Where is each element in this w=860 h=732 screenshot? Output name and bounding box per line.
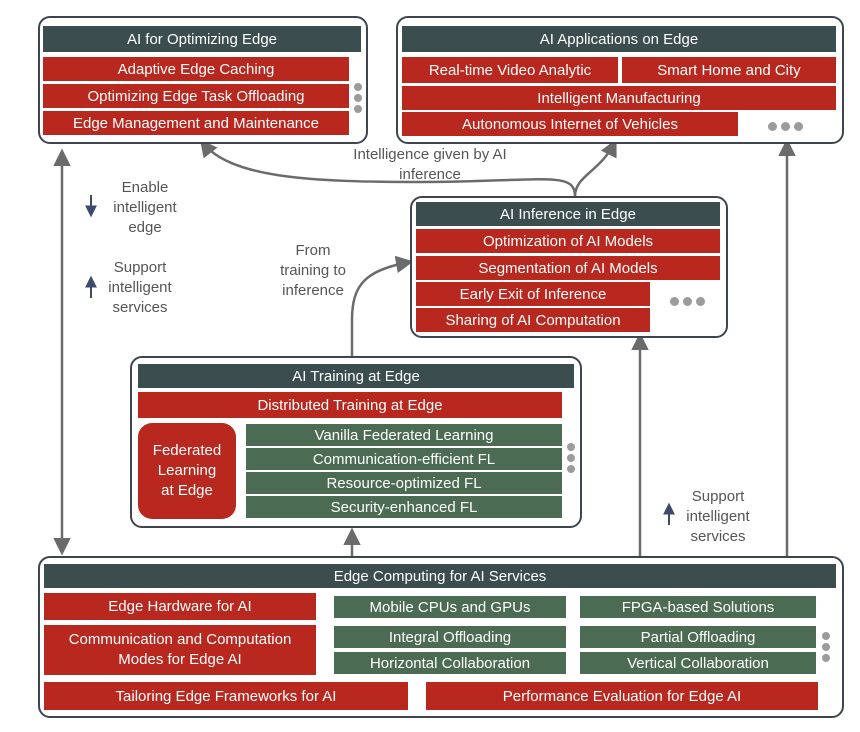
tailoring-frameworks: Tailoring Edge Frameworks for AI [44,682,408,710]
horizontal-collaboration: Horizontal Collaboration [334,652,566,674]
inference-item: Sharing of AI Computation [416,308,650,332]
applications-title: AI Applications on Edge [402,26,836,52]
fpga-solutions: FPGA-based Solutions [580,596,816,618]
optimizing-edge-title: AI for Optimizing Edge [43,26,361,52]
applications-more-icon [768,118,807,131]
distributed-training: Distributed Training at Edge [138,392,562,418]
applications-item: Intelligent Manufacturing [402,86,836,110]
support-intelligent-services-left-label: Support intelligent services [108,259,172,316]
applications-item: Smart Home and City [622,57,836,83]
integral-offloading: Integral Offloading [334,626,566,648]
applications-item: Real-time Video Analytic [402,57,618,83]
training-title: AI Training at Edge [138,364,574,388]
applications-item: Autonomous Internet of Vehicles [402,112,738,136]
arrow-training-to-inference [350,255,414,356]
optimizing-edge-more-icon [354,83,362,116]
federated-learning-box: Federated Learning at Edge [138,423,236,519]
fl-item: Resource-optimized FL [246,472,562,494]
enable-intelligent-edge-label: Enable intelligent edge [113,179,177,236]
training-more-icon [567,443,575,476]
vertical-collaboration: Vertical Collaboration [580,652,816,674]
arrow-inference-to-apps [573,138,617,197]
performance-evaluation: Performance Evaluation for Edge AI [426,682,818,710]
inference-item: Optimization of AI Models [416,229,720,253]
inference-title: AI Inference in Edge [416,202,720,226]
fl-item: Vanilla Federated Learning [246,424,562,446]
computing-more-icon [822,632,830,665]
fl-item: Security-enhanced FL [246,496,562,518]
partial-offloading: Partial Offloading [580,626,816,648]
inference-item: Segmentation of AI Models [416,256,720,280]
fl-item: Communication-efficient FL [246,448,562,470]
optimizing-edge-item: Adaptive Edge Caching [43,57,349,81]
support-intelligent-services-right-label: Support intelligent services [686,488,750,545]
computing-title: Edge Computing for AI Services [44,564,836,588]
edge-hardware: Edge Hardware for AI [44,593,316,620]
optimizing-edge-item: Edge Management and Maintenance [43,111,349,135]
from-training-to-inference-label: From training to inference [280,242,346,299]
optimizing-edge-item: Optimizing Edge Task Offloading [43,84,349,108]
comm-computation-modes: Communication and Computation Modes for … [44,625,316,675]
mobile-cpus-gpus: Mobile CPUs and GPUs [334,596,566,618]
intelligence-given-label: Intelligence given by AI inference [353,146,507,183]
inference-item: Early Exit of Inference [416,282,650,306]
inference-more-icon [670,293,709,306]
